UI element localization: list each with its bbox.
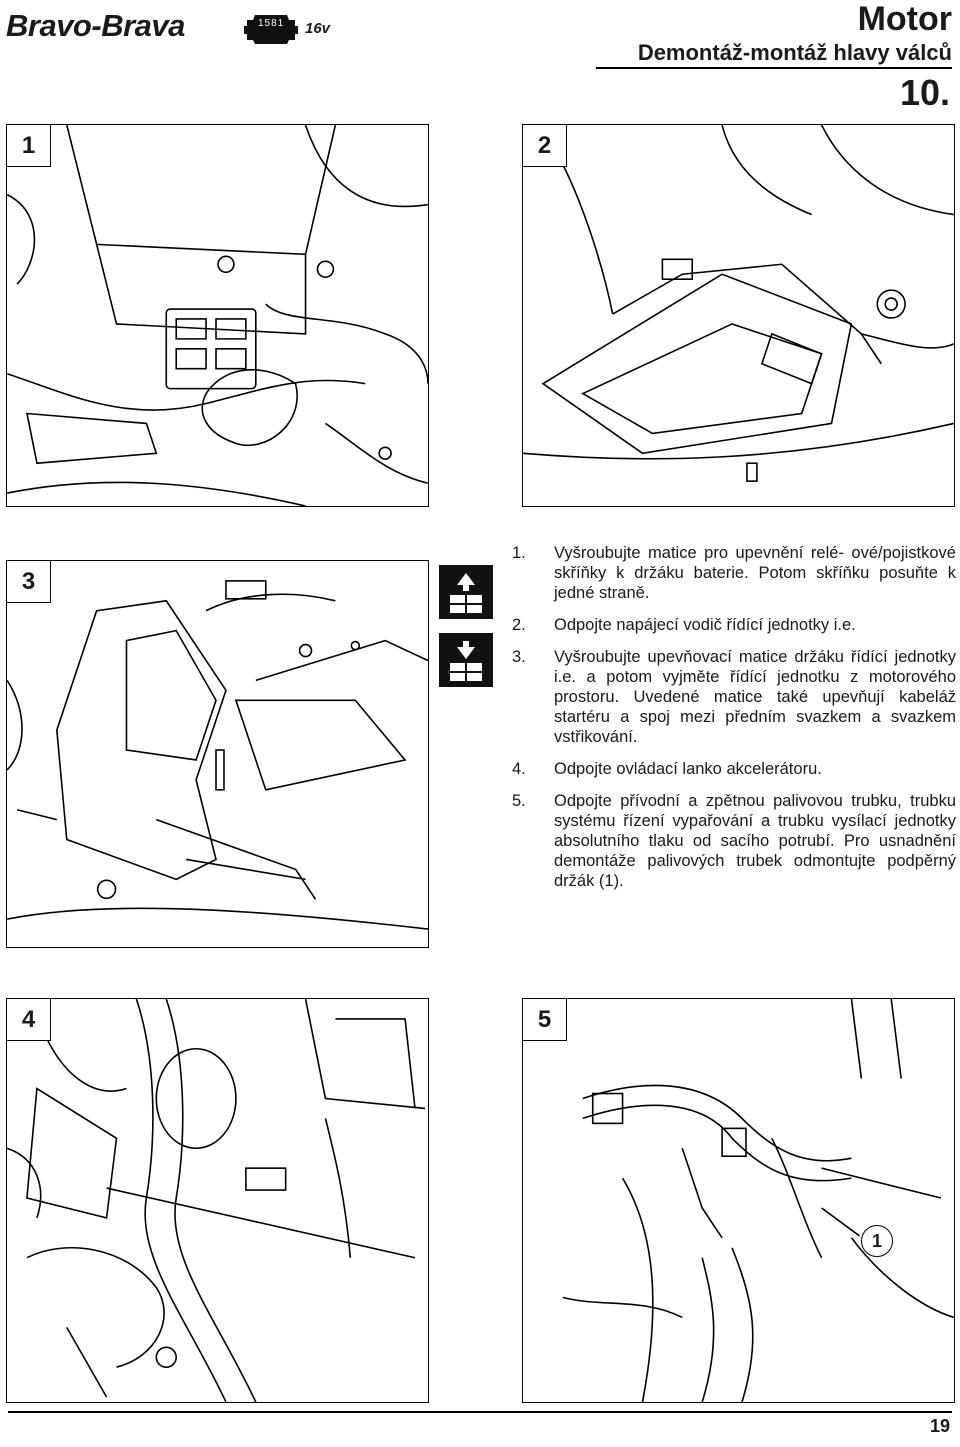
- figure-number: 5: [523, 999, 567, 1041]
- figure-number: 2: [523, 125, 567, 167]
- footer-divider: [8, 1411, 952, 1413]
- step-text: Vyšroubujte upevňovací matice držáku říd…: [554, 648, 956, 746]
- figure-5: 5 1: [522, 998, 955, 1403]
- figure-1-illustration: [7, 125, 428, 506]
- section-number: 10.: [899, 72, 950, 113]
- step-item: 4. Odpojte ovládací lanko akcelerátoru.: [512, 759, 956, 779]
- figure-2: 2: [522, 124, 955, 507]
- figure-1: 1: [6, 124, 429, 507]
- step-item: 5. Odpojte přívodní a zpětnou palivovou …: [512, 791, 956, 891]
- figure-number: 4: [7, 999, 51, 1041]
- figure-number: 3: [7, 561, 51, 603]
- figure-5-illustration: [562, 999, 954, 1402]
- valve-label: 16v: [305, 20, 331, 37]
- figure-2-illustration: [523, 125, 954, 482]
- step-text: Vyšroubujte matice pro upevnění relé- ov…: [554, 544, 956, 602]
- step-number: 2.: [512, 616, 526, 634]
- step-number: 4.: [512, 760, 526, 778]
- engine-block-icon: [244, 15, 298, 44]
- step-number: 1.: [512, 544, 526, 562]
- step-item: 2. Odpojte napájecí vodič řídící jednotk…: [512, 615, 956, 635]
- removal-icon: [439, 565, 493, 619]
- figure-4: 4: [6, 998, 429, 1403]
- figure-4-illustration: [7, 999, 426, 1402]
- page-subtitle: Demontáž-montáž hlavy válců: [637, 40, 952, 65]
- figure-3: 3: [6, 560, 429, 948]
- step-item: 3. Vyšroubujte upevňovací matice držáku …: [512, 647, 956, 747]
- step-text: Odpojte napájecí vodič řídící jednotky i…: [554, 616, 856, 634]
- engine-code: 1581: [258, 18, 285, 29]
- step-number: 3.: [512, 648, 526, 666]
- instructions: 1. Vyšroubujte matice pro upevnění relé-…: [512, 543, 956, 903]
- refit-icon: [439, 633, 493, 687]
- page-number: 19: [929, 1416, 950, 1436]
- step-text: Odpojte přívodní a zpětnou palivovou tru…: [554, 792, 956, 890]
- figure-3-illustration: [7, 580, 428, 930]
- step-text: Odpojte ovládací lanko akcelerátoru.: [554, 760, 822, 778]
- brand-name: Bravo-Brava: [6, 8, 185, 43]
- callout-marker: 1: [861, 1225, 893, 1257]
- step-item: 1. Vyšroubujte matice pro upevnění relé-…: [512, 543, 956, 603]
- page-title: Motor: [857, 0, 952, 38]
- step-number: 5.: [512, 792, 526, 810]
- figure-number: 1: [7, 125, 51, 167]
- header-divider: [596, 67, 952, 69]
